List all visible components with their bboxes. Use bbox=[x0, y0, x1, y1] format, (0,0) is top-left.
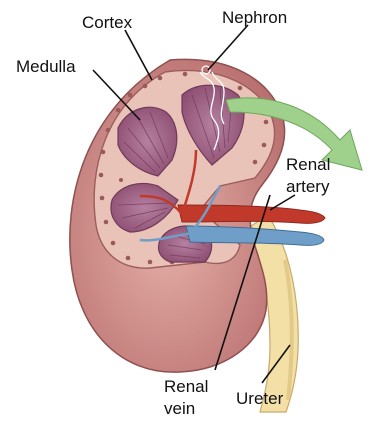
label-renal-vein-line1: Renal bbox=[164, 377, 208, 396]
label-medulla: Medulla bbox=[16, 57, 76, 76]
cortex-leader bbox=[125, 30, 152, 80]
label-nephron: Nephron bbox=[222, 8, 287, 27]
label-renal-artery-line1: Renal bbox=[286, 155, 330, 174]
label-cortex: Cortex bbox=[82, 13, 133, 32]
label-ureter: Ureter bbox=[236, 389, 284, 408]
label-renal-artery-line2: artery bbox=[286, 177, 330, 196]
nephron-leader bbox=[208, 25, 248, 70]
label-renal-vein-line2: vein bbox=[164, 399, 195, 418]
